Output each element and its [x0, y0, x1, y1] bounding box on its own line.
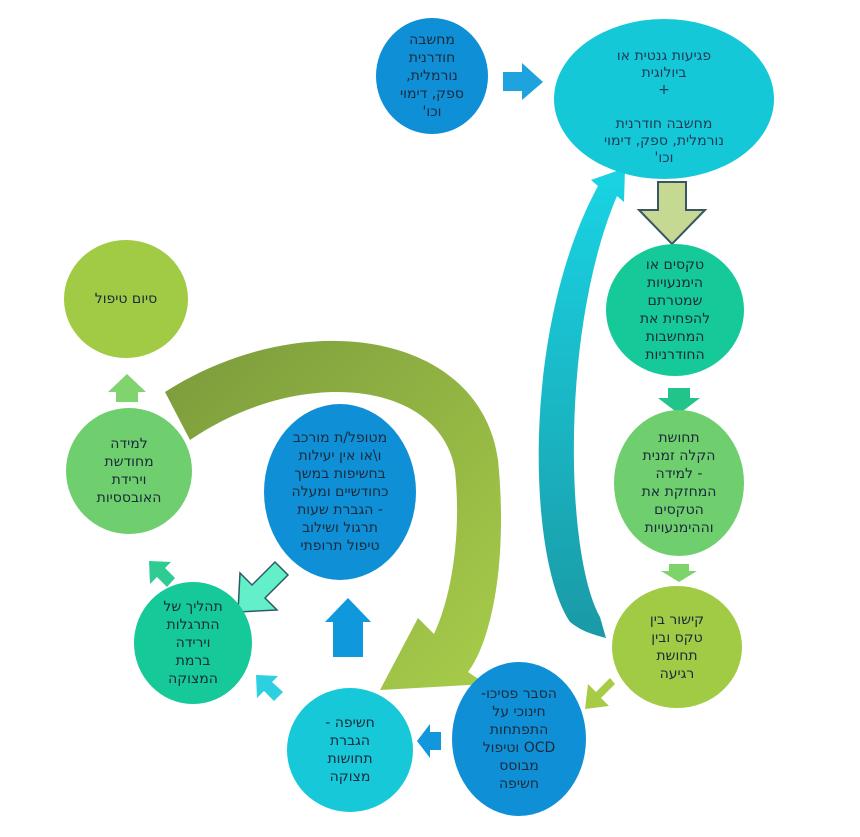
arrow-down-left-icon [585, 678, 615, 709]
node-text: למידה מחודשת וירידת האובססיות [96, 436, 162, 506]
arrow-up-left-icon [149, 561, 175, 587]
arrow-down-left-outline-icon [237, 560, 290, 613]
node-text: טקסים או הימנעויות שמטרתם להפחית את המחש… [639, 257, 711, 363]
complex-patient-node: מטופל/ת מורכב ו\או אין יעילות בחשיפות במ… [264, 404, 416, 580]
end-treatment-node: סיום טיפול [64, 240, 188, 358]
ritual-calm-link-node: קישור בין טקס ובין תחושת רגיעה [612, 586, 742, 708]
plus-sign: + [658, 82, 670, 98]
arrow-down-icon [658, 388, 700, 414]
node-text: תהליך של התרגלות וירידה ברמת המצוקה [163, 599, 223, 687]
node-text: מטופל/ת מורכב ו\או אין יעילות בחשיפות במ… [291, 430, 389, 554]
node-text-line: פגיעות גנטית או ביולוגית [616, 48, 712, 81]
node-text: מחשבה חודרנית נורמלית, ספק, דימוי וכו' [400, 32, 464, 120]
habituation-node: תהליך של התרגלות וירידה ברמת המצוקה [134, 582, 252, 704]
vulnerability-node: פגיעות גנטית או ביולוגית + מחשבה חודרנית… [554, 19, 774, 179]
arrow-down-icon [661, 564, 697, 582]
temporary-relief-node: תחושת הקלה זמנית - למידה המחזקת את הטקסי… [614, 410, 744, 556]
relearning-node: למידה מחודשת וירידת האובססיות [66, 408, 192, 534]
node-text: חשיפה - הגברת תחושות מצוקה [325, 715, 375, 785]
node-text-line: מחשבה חודרנית נורמלית, ספק, דימוי וכו' [604, 116, 724, 166]
arrow-up-left-icon [256, 675, 283, 701]
arrow-down-outline-icon [636, 181, 708, 246]
exposure-node: חשיפה - הגברת תחושות מצוקה [287, 688, 413, 812]
arrow-up-icon [325, 598, 371, 657]
node-text: סיום טיפול [94, 291, 158, 307]
cycle-back-arc [538, 168, 625, 638]
escalation-curved-arrow [165, 340, 502, 690]
node-text: פגיעות גנטית או ביולוגית + מחשבה חודרנית… [604, 31, 724, 167]
arrow-left-icon [417, 724, 441, 758]
node-text: תחושת הקלה זמנית - למידה המחזקת את הטקסי… [641, 430, 717, 536]
arrow-right-icon [503, 63, 543, 100]
intrusive-thought-node: מחשבה חודרנית נורמלית, ספק, דימוי וכו' [376, 18, 488, 134]
rituals-avoidance-node: טקסים או הימנעויות שמטרתם להפחית את המחש… [606, 244, 744, 376]
node-text: קישור בין טקס ובין תחושת רגיעה [649, 612, 705, 682]
arrow-up-icon [108, 374, 146, 402]
node-text: הסבר פסיכו- חינוכי על התפתחות OCD וטיפול… [481, 686, 557, 792]
psychoeducation-node: הסבר פסיכו- חינוכי על התפתחות OCD וטיפול… [452, 662, 586, 816]
